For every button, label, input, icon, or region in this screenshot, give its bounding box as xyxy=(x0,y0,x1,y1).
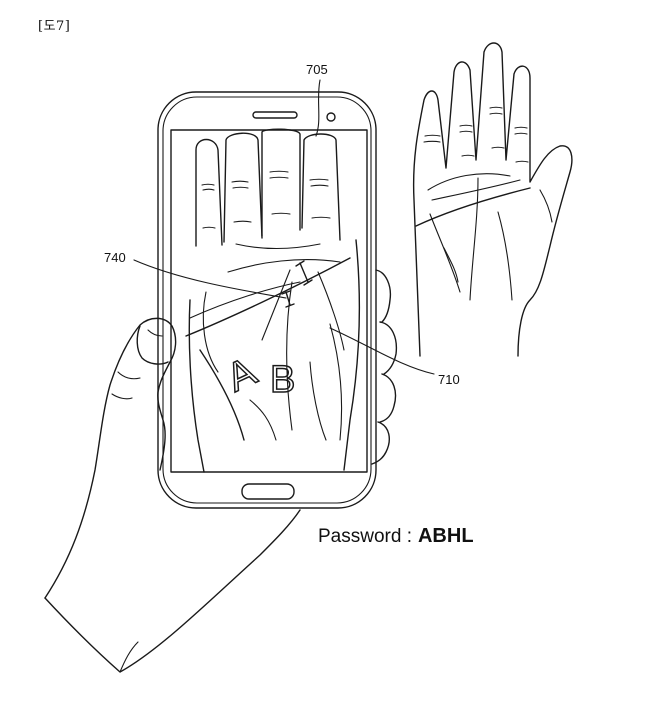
password-label: Password : xyxy=(318,526,412,547)
screen-finger-ring xyxy=(262,129,300,236)
open-palm xyxy=(414,43,572,356)
wrist-lower xyxy=(45,510,300,672)
password-value: ABHL xyxy=(418,525,474,547)
home-button xyxy=(242,484,294,499)
leader-740 xyxy=(134,260,286,298)
screen-finger-little xyxy=(302,134,340,240)
measure-mark-2 xyxy=(282,291,294,307)
screen-finger-index xyxy=(196,140,222,247)
hand-outer-contour xyxy=(45,318,176,598)
label-710: 710 xyxy=(438,372,460,387)
finger-1 xyxy=(376,270,390,322)
screen-letter-b: B xyxy=(270,359,295,401)
palm-contour xyxy=(414,43,572,356)
label-740: 740 xyxy=(104,250,126,265)
holding-hand xyxy=(45,270,396,672)
speaker-slot xyxy=(253,112,297,118)
finger-4 xyxy=(372,422,389,464)
finger-3 xyxy=(380,374,396,422)
password-line: Password : ABHL xyxy=(318,525,474,548)
label-705: 705 xyxy=(306,62,328,77)
leader-705 xyxy=(316,80,320,136)
screen-palm-image: A B xyxy=(186,129,359,472)
screen-letter-a: A xyxy=(220,349,263,400)
finger-2 xyxy=(380,322,396,374)
front-camera xyxy=(327,113,335,121)
heart-line xyxy=(228,260,340,272)
reference-leaders xyxy=(134,80,434,374)
leader-710 xyxy=(330,328,434,374)
